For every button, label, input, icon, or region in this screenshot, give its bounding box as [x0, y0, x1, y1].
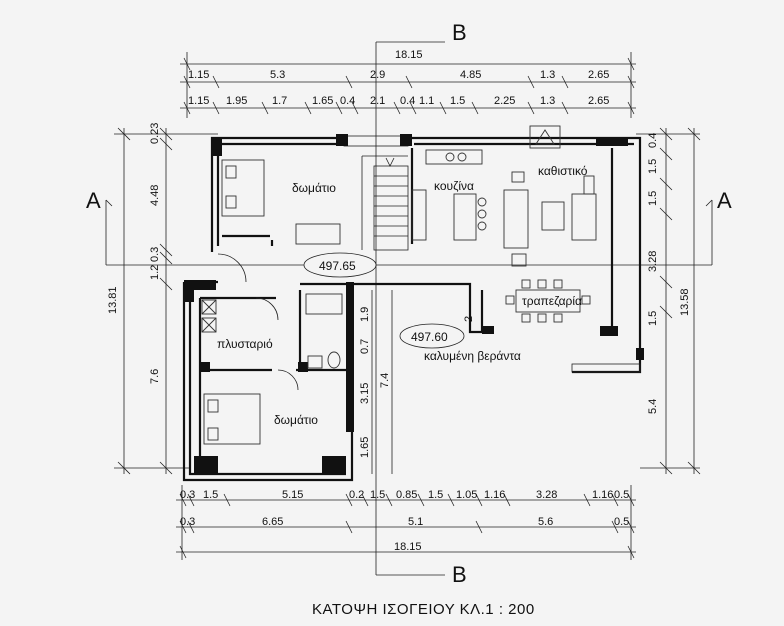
dim-left-total: 13.81	[107, 286, 119, 314]
dim-top-r2: 1.5	[450, 95, 465, 107]
dim-right-part: 0.4	[647, 133, 659, 148]
dim-bottom-r1: 1.16	[592, 489, 613, 501]
dim-inner: 2	[463, 316, 475, 322]
dim-left-part: 0.23	[149, 123, 161, 144]
dim-right-part: 1.5	[647, 311, 659, 326]
dim-bottom-r1: 1.5	[203, 489, 218, 501]
dim-bottom-r2: 0.3	[180, 516, 195, 528]
dim-right-part: 5.4	[647, 399, 659, 414]
dim-top-r2: 2.65	[588, 95, 609, 107]
dim-bottom-r1: 5.15	[282, 489, 303, 501]
wall-blocks	[184, 134, 644, 474]
section-label-b-top: B	[452, 20, 467, 45]
level-marker-veranda: 497.60	[399, 323, 465, 349]
dim-bottom-r1: 3.28	[536, 489, 557, 501]
room-label-living: καθιστικό	[538, 164, 588, 178]
dim-bottom-r1: 0.85	[396, 489, 417, 501]
dim-bottom-r1: 0.2	[349, 489, 364, 501]
dim-bottom-r2: 5.6	[538, 516, 553, 528]
level-veranda-label: 497.60	[411, 330, 448, 344]
dim-top-total: 18.15	[395, 49, 423, 61]
plan-title: ΚΑΤΟΨΗ ΙΣΟΓΕΙΟΥ ΚΛ.1 : 200	[312, 601, 535, 618]
dim-bottom-r1: 1.16	[484, 489, 505, 501]
dim-top-r1: 2.65	[588, 69, 609, 81]
dim-right-part: 3.28	[647, 251, 659, 272]
dim-inner: 1.9	[359, 307, 371, 322]
dim-bottom-r1: 1.5	[370, 489, 385, 501]
dim-top-r2: 0.4	[400, 95, 415, 107]
dim-top-r2: 1.7	[272, 95, 287, 107]
dim-bottom-total: 18.15	[394, 541, 422, 553]
dim-inner: 1.65	[359, 437, 371, 458]
inner-dimensions: 1.9 0.7 3.15 1.65 7.4 2	[359, 290, 475, 474]
dim-bottom-r2: 5.1	[408, 516, 423, 528]
dim-top-r2: 2.25	[494, 95, 515, 107]
room-labels: δωμάτιο κουζίνα καθιστικό τραπεζαρία πλυ…	[217, 164, 588, 427]
room-label-dining: τραπεζαρία	[522, 294, 582, 308]
dim-top-r2: 1.95	[226, 95, 247, 107]
dim-top-r2: 1.65	[312, 95, 333, 107]
dim-left-part: 1.2	[149, 265, 161, 280]
dim-right-part: 1.5	[647, 159, 659, 174]
left-dimensions: 13.81 0.23 4.48 0.3 1.2 7.6	[107, 123, 218, 475]
dim-top-r1: 2.9	[370, 69, 385, 81]
top-dimensions: 18.15 1.15 5.3 2.9 4.85 1.3 2.65 1.15 1.…	[180, 49, 636, 118]
dim-top-r1: 1.3	[540, 69, 555, 81]
dim-bottom-r2: 0.5	[614, 516, 629, 528]
right-dimensions: 0.4 1.5 1.5 3.28 1.5 5.4 13.58	[636, 127, 701, 475]
dim-top-r2: 2.1	[370, 95, 385, 107]
room-label-veranda: καλυμένη βεράντα	[424, 349, 521, 363]
level-interior-label: 497.65	[319, 259, 356, 273]
dim-bottom-r1: 0.3	[180, 489, 195, 501]
walls	[182, 135, 642, 482]
dim-left-part: 0.3	[149, 247, 161, 262]
dim-top-r2: 1.1	[419, 95, 434, 107]
section-label-b-bottom: B	[452, 562, 467, 587]
section-label-a-right: A	[717, 188, 732, 213]
room-label-kitchen: κουζίνα	[434, 179, 474, 193]
room-label-bedroom-bottom: δωμάτιο	[274, 413, 318, 427]
dim-top-r1: 4.85	[460, 69, 481, 81]
section-line-b: B B	[375, 20, 467, 587]
dim-left-part: 4.48	[149, 185, 161, 206]
furniture	[201, 125, 641, 445]
dim-inner: 3.15	[359, 383, 371, 404]
level-marker-interior: 497.65	[303, 252, 377, 278]
bottom-dimensions: 0.3 1.5 5.15 0.2 1.5 0.85 1.5 1.05 1.16 …	[176, 485, 636, 560]
dim-right-total: 13.58	[679, 288, 691, 316]
dim-top-r1: 5.3	[270, 69, 285, 81]
dim-bottom-r1: 1.5	[428, 489, 443, 501]
dim-top-r2: 1.3	[540, 95, 555, 107]
dim-left-part: 7.6	[149, 369, 161, 384]
room-label-laundry: πλυσταριό	[217, 337, 273, 351]
dim-bottom-r2: 6.65	[262, 516, 283, 528]
dim-bottom-r1: 0.5	[614, 489, 629, 501]
room-label-bedroom-top: δωμάτιο	[292, 181, 336, 195]
dim-inner: 0.7	[359, 339, 371, 354]
dim-top-r2: 1.15	[188, 95, 209, 107]
dim-inner: 7.4	[379, 373, 391, 388]
section-line-a: A A	[86, 188, 732, 266]
dim-right-part: 1.5	[647, 191, 659, 206]
dim-top-r2: 0.4	[340, 95, 355, 107]
dim-top-r1: 1.15	[188, 69, 209, 81]
stairs	[361, 155, 409, 251]
dim-bottom-r1: 1.05	[456, 489, 477, 501]
section-label-a-left: A	[86, 188, 101, 213]
